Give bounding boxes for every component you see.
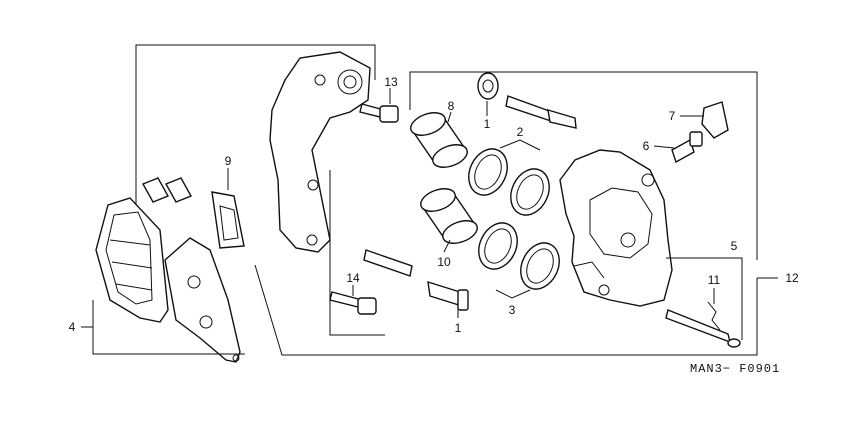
figure-code: MAN3− F0901 [690, 362, 780, 376]
callout-8: 8 [448, 99, 455, 113]
leader-3 [495, 289, 531, 299]
caliper-body [559, 149, 673, 307]
piston-10 [420, 188, 478, 244]
callout-13: 13 [384, 75, 398, 89]
pin-clip [707, 301, 721, 331]
leader-5 [666, 257, 743, 340]
pad-shim [211, 191, 245, 249]
pad-group-outline [254, 264, 758, 356]
leader-4 [92, 300, 245, 355]
boot-upper [477, 72, 499, 100]
seals-2 [468, 148, 550, 216]
leader-10 [443, 239, 451, 253]
callout-5: 5 [731, 239, 738, 253]
callout-4: 4 [69, 320, 76, 334]
leader-2 [499, 139, 541, 151]
bleeder-valve [671, 131, 703, 164]
callout-3: 3 [509, 303, 516, 317]
slide-pin-lower [363, 249, 469, 311]
bolt-13 [359, 103, 399, 123]
leader-6 [653, 145, 675, 149]
bolt-14 [329, 291, 377, 315]
brake-pad-lined [95, 197, 169, 323]
callout-12: 12 [785, 271, 799, 285]
callout-1-bottom: 1 [455, 321, 462, 335]
seals-3 [478, 222, 560, 290]
callout-6: 6 [643, 139, 650, 153]
caliper-group-outline [409, 71, 758, 260]
piston-8 [410, 112, 468, 168]
callout-2: 2 [517, 125, 524, 139]
caliper-bracket [269, 51, 371, 253]
slide-pin-upper [505, 95, 577, 129]
callout-10: 10 [437, 255, 451, 269]
callout-11: 11 [708, 273, 721, 287]
callout-7: 7 [669, 109, 676, 123]
pad-spring [142, 177, 192, 203]
callout-1-top: 1 [484, 117, 491, 131]
pad-pin [665, 309, 741, 348]
pin-group-line [329, 170, 385, 336]
bleeder-cap [701, 101, 729, 139]
callout-9: 9 [225, 154, 232, 168]
leader-8 [447, 111, 452, 123]
brake-pad-plate [164, 237, 241, 363]
callout-14: 14 [346, 271, 360, 285]
bracket-group-outline [135, 44, 376, 205]
